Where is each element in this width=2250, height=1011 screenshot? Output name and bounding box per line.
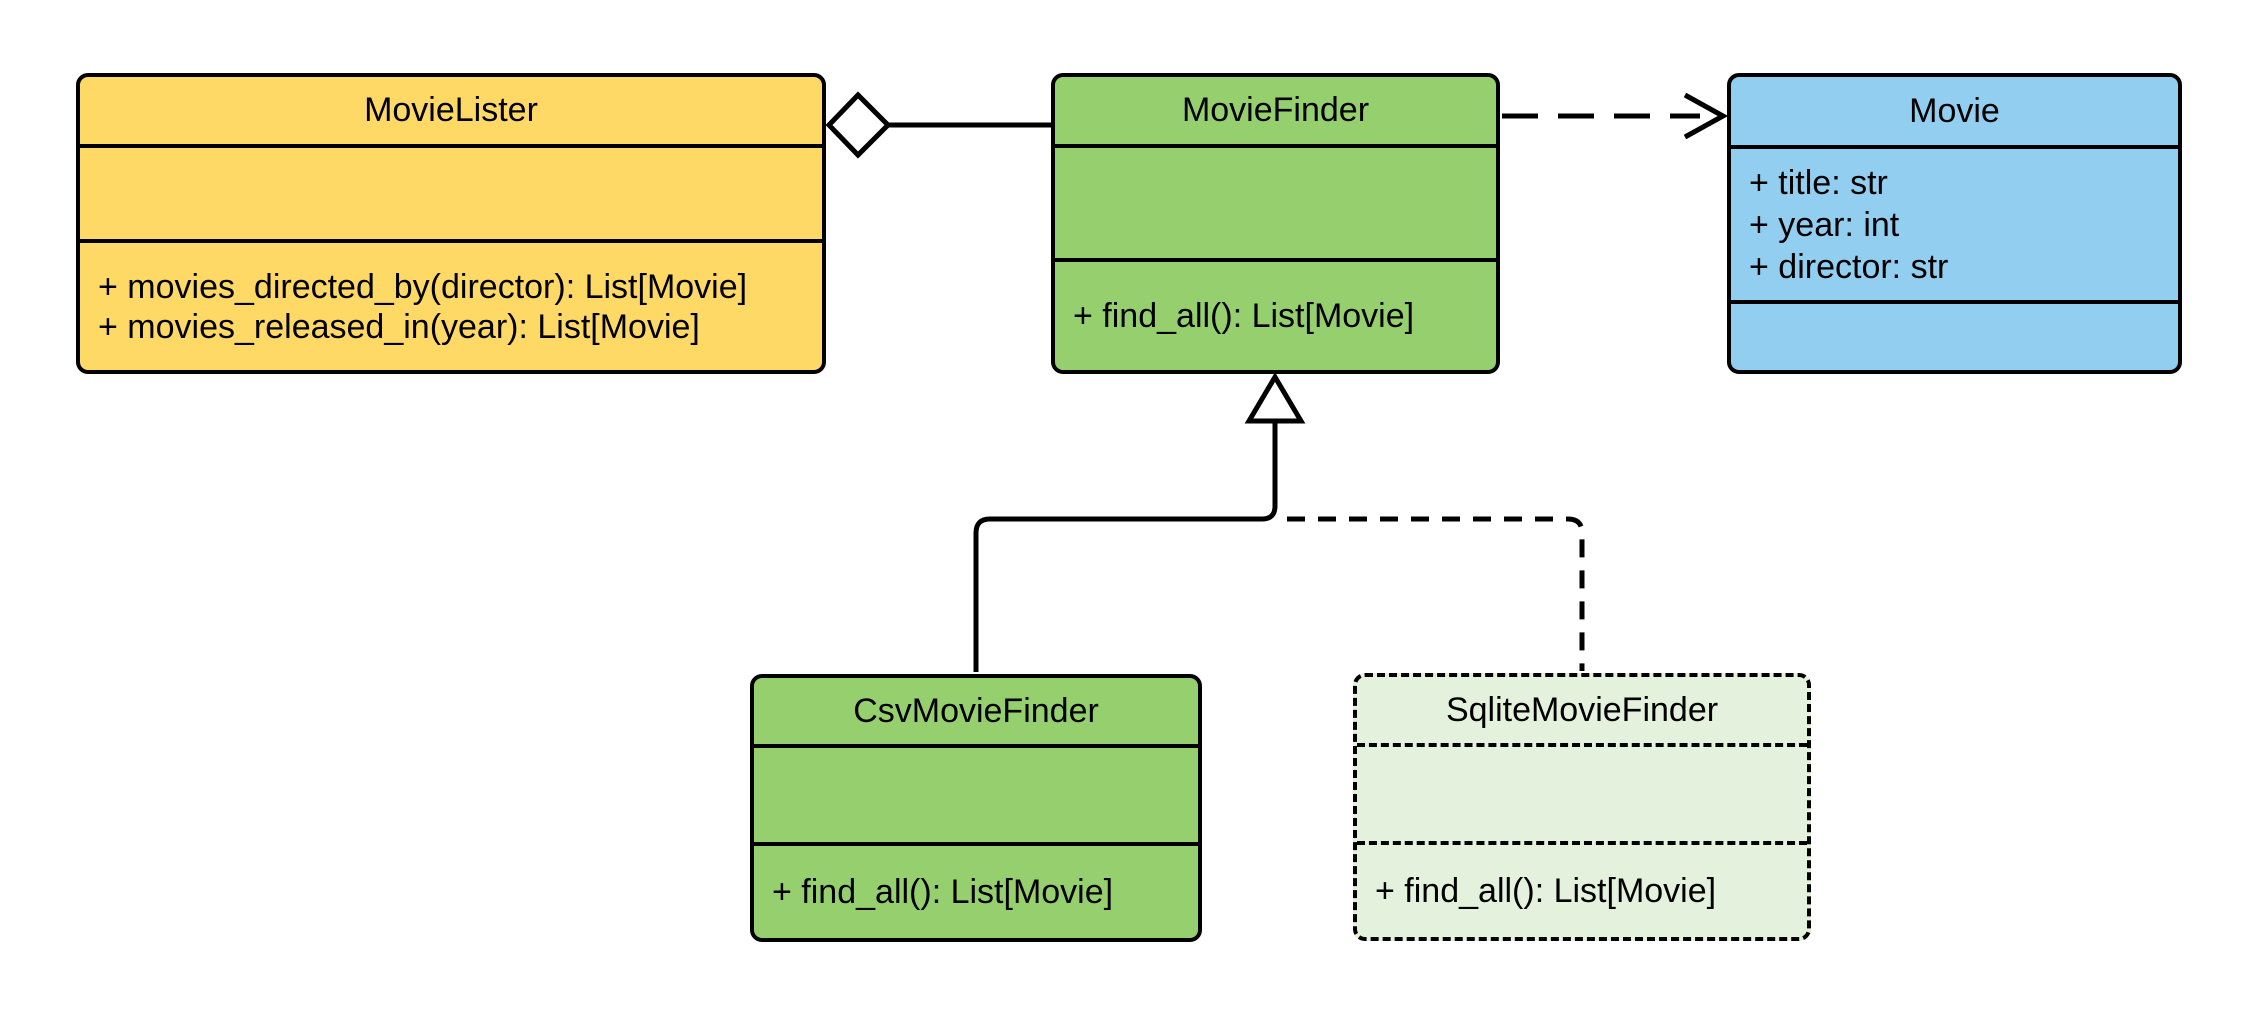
class-attributes-moviefinder (1055, 144, 1496, 258)
inheritance-dashed-branch-line (1287, 516, 1585, 671)
class-title-moviefinder: MovieFinder (1181, 91, 1370, 129)
class-box-moviefinder: MovieFinder + find_all(): List[Movie] (1051, 73, 1500, 374)
class-title-movie: Movie (1909, 91, 2000, 130)
dependency-open-arrow-icon (1683, 92, 1729, 140)
class-methods-moviefinder: + find_all(): List[Movie] (1055, 258, 1496, 370)
class-box-sqlitemoviefinder: SqliteMovieFinder + find_all(): List[Mov… (1353, 673, 1811, 941)
method-label: + movies_released_in(year): List[Movie] (98, 307, 700, 346)
class-methods-sqlitemoviefinder: + find_all(): List[Movie] (1357, 841, 1807, 937)
class-title-movielister: MovieLister (364, 91, 538, 129)
class-methods-movielister: + movies_directed_by(director): List[Mov… (80, 239, 822, 370)
class-title-csvmoviefinder: CsvMovieFinder (853, 691, 1099, 730)
class-attributes-movie: + title: str + year: int + director: str (1731, 145, 2178, 300)
inheritance-triangle-icon (1244, 372, 1306, 424)
class-methods-movie (1731, 300, 2178, 370)
method-label: + movies_directed_by(director): List[Mov… (98, 267, 748, 306)
method-label: + find_all(): List[Movie] (1073, 297, 1415, 335)
class-attributes-movielister (80, 144, 822, 239)
class-attributes-csvmoviefinder (754, 744, 1198, 842)
class-methods-csvmoviefinder: + find_all(): List[Movie] (754, 842, 1198, 938)
attribute-label: + director: str (1749, 247, 1949, 286)
attribute-label: + year: int (1749, 205, 1900, 244)
class-box-csvmoviefinder: CsvMovieFinder + find_all(): List[Movie] (750, 674, 1202, 942)
aggregation-diamond-icon (825, 91, 892, 159)
inheritance-solid-branch-line (973, 421, 1278, 672)
class-attributes-sqlitemoviefinder (1357, 743, 1807, 841)
method-label: + find_all(): List[Movie] (1375, 872, 1717, 910)
attribute-label: + title: str (1749, 163, 1888, 202)
class-box-movielister: MovieLister + movies_directed_by(directo… (76, 73, 826, 374)
class-title-sqlitemoviefinder: SqliteMovieFinder (1445, 690, 1719, 729)
method-label: + find_all(): List[Movie] (772, 873, 1114, 911)
class-box-movie: Movie + title: str + year: int + directo… (1727, 73, 2182, 374)
